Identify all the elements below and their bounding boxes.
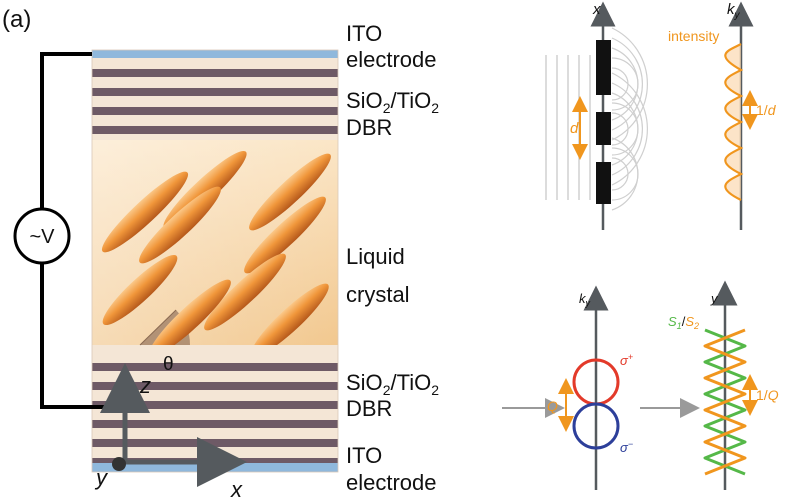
inverse-q-label: 1/Q xyxy=(756,387,779,403)
lc-molecule xyxy=(251,283,329,345)
spin-panel: ky σ+ σ− Q y S1/S2 1/Q xyxy=(502,280,779,490)
period-label: d xyxy=(570,120,579,137)
ky-axis-label: ky xyxy=(727,1,741,21)
voltage-source-label: ~V xyxy=(29,226,55,248)
s1-s2-label: S1/S2 xyxy=(668,314,699,331)
incident-wavefronts xyxy=(545,55,591,200)
sigma-minus-circle xyxy=(572,402,620,450)
top-dbr-layer xyxy=(92,58,338,140)
lc-molecule xyxy=(244,196,326,274)
lc-molecule xyxy=(204,253,286,331)
bottom-dbr-label: SiO2/TiO2 xyxy=(346,370,439,398)
diffracted-wavefronts xyxy=(611,27,648,211)
grating-block xyxy=(596,162,611,204)
lc-molecule xyxy=(249,153,331,231)
coordinate-axes: z y x xyxy=(94,363,247,502)
lc-molecule xyxy=(149,279,231,345)
top-dbr-label-2: DBR xyxy=(346,115,392,140)
device-stack: θ xyxy=(91,49,339,473)
y-axis-2-label: y xyxy=(710,291,719,306)
lc-molecule xyxy=(101,171,189,253)
grating-block xyxy=(596,112,611,145)
lc-molecules xyxy=(101,150,331,345)
diffraction-panel: x d ky intensity 1/d xyxy=(545,1,777,230)
top-ito-layer xyxy=(92,50,338,58)
theta-label: θ xyxy=(163,354,174,375)
lc-label: Liquid xyxy=(346,244,405,269)
layer-labels: ITO electrode SiO2/TiO2 DBR Liquid cryst… xyxy=(346,21,439,495)
bottom-dbr-label-2: DBR xyxy=(346,396,392,421)
voltage-source xyxy=(13,207,71,265)
inverse-period-label: 1/d xyxy=(756,102,777,118)
y-axis-dot xyxy=(112,457,126,471)
intensity-profile xyxy=(724,43,744,201)
axis-z-label: z xyxy=(139,373,151,398)
lc-molecule xyxy=(139,186,221,264)
s2-helix xyxy=(703,328,747,476)
intensity-label: intensity xyxy=(668,28,719,44)
top-ito-label-2: electrode xyxy=(346,47,437,72)
q-label: Q xyxy=(547,398,558,414)
axis-y-label: y xyxy=(94,465,109,490)
sigma-minus-label: σ− xyxy=(620,439,633,455)
voltage-circuit xyxy=(13,52,104,409)
bottom-dbr-layer xyxy=(92,345,338,463)
grating-block xyxy=(596,40,611,95)
lc-label-2: crystal xyxy=(346,282,410,307)
top-ito-label: ITO xyxy=(346,21,382,46)
bottom-ito-label: ITO xyxy=(346,443,382,468)
sigma-plus-label: σ+ xyxy=(620,352,633,368)
lc-molecule xyxy=(102,254,178,326)
ky-axis-2-label: ky xyxy=(579,291,591,308)
grating-x-label: x xyxy=(592,1,601,18)
panel-label: (a) xyxy=(2,6,31,33)
top-dbr-label: SiO2/TiO2 xyxy=(346,88,439,116)
axis-x-label: x xyxy=(230,477,243,502)
bottom-ito-label-2: electrode xyxy=(346,470,437,495)
